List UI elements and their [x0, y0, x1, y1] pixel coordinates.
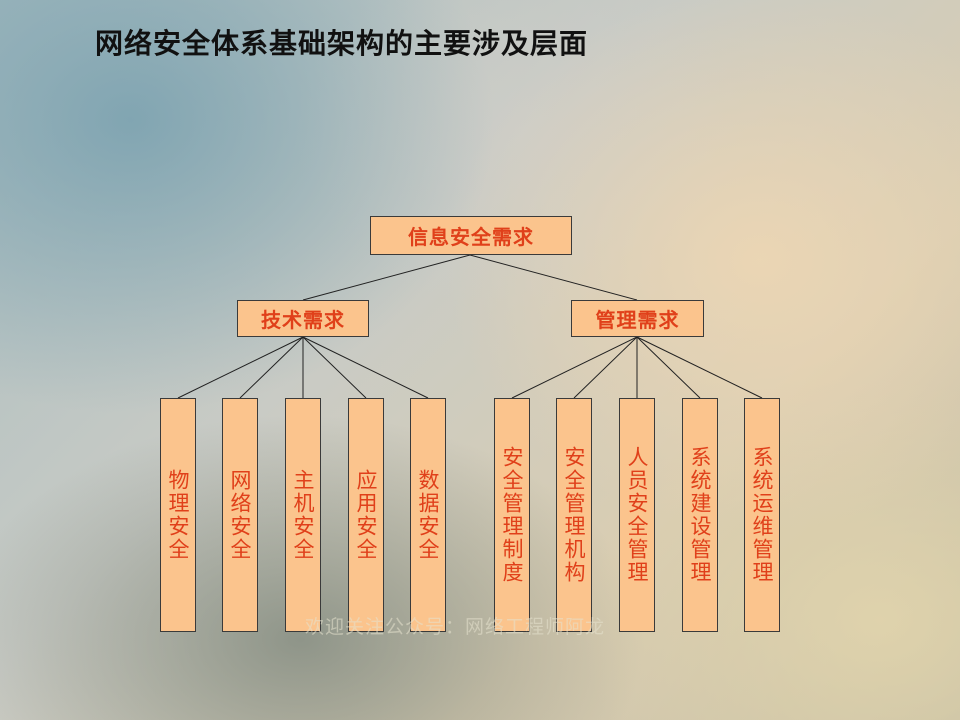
- leaf-node-label: 安全管理机构: [562, 446, 586, 584]
- connector-branch-1-leaf-4: [302, 336, 367, 399]
- leaf-node: 安全管理机构: [556, 398, 592, 632]
- leaf-node: 应用安全: [348, 398, 384, 632]
- connector-branch-1-leaf-2: [239, 336, 304, 399]
- leaf-node: 人员安全管理: [619, 398, 655, 632]
- branch-node-label: 管理需求: [595, 308, 680, 332]
- page-title: 网络安全体系基础架构的主要涉及层面: [95, 27, 589, 60]
- leaf-node-label: 数据安全: [416, 469, 440, 561]
- branch-node-label: 技术需求: [261, 308, 345, 332]
- leaf-node-label: 物理安全: [166, 469, 190, 561]
- leaf-node-label: 系统运维管理: [750, 446, 774, 584]
- leaf-node: 安全管理制度: [494, 398, 530, 632]
- leaf-node: 物理安全: [160, 398, 196, 632]
- root-node: 信息安全需求: [370, 216, 572, 255]
- leaf-node: 数据安全: [410, 398, 446, 632]
- leaf-node-label: 主机安全: [291, 469, 315, 561]
- leaf-node-label: 人员安全管理: [625, 446, 649, 584]
- connector-branch-2-leaf-4: [636, 336, 701, 399]
- watermark-text: 欢迎关注公众号：网络工程师阿龙: [305, 616, 606, 638]
- leaf-node-label: 安全管理制度: [500, 446, 524, 584]
- connector-branch-2-leaf-5: [636, 336, 763, 399]
- leaf-node-label: 系统建设管理: [688, 446, 712, 584]
- connector-root-branch-1: [302, 254, 471, 301]
- leaf-node: 系统建设管理: [682, 398, 718, 632]
- leaf-node-label: 应用安全: [354, 469, 378, 561]
- connector-branch-2-leaf-2: [573, 336, 638, 399]
- leaf-node: 网络安全: [222, 398, 258, 632]
- leaf-node-label: 网络安全: [228, 469, 252, 561]
- connector-branch-1-leaf-1: [177, 336, 304, 399]
- leaf-node: 主机安全: [285, 398, 321, 632]
- connector-root-branch-2: [469, 254, 638, 301]
- branch-node-management: 管理需求: [571, 300, 704, 337]
- connector-branch-2-leaf-1: [511, 336, 638, 399]
- connector-branch-1-leaf-5: [302, 336, 429, 399]
- leaf-node: 系统运维管理: [744, 398, 780, 632]
- branch-node-technical: 技术需求: [237, 300, 369, 337]
- root-node-label: 信息安全需求: [408, 225, 534, 249]
